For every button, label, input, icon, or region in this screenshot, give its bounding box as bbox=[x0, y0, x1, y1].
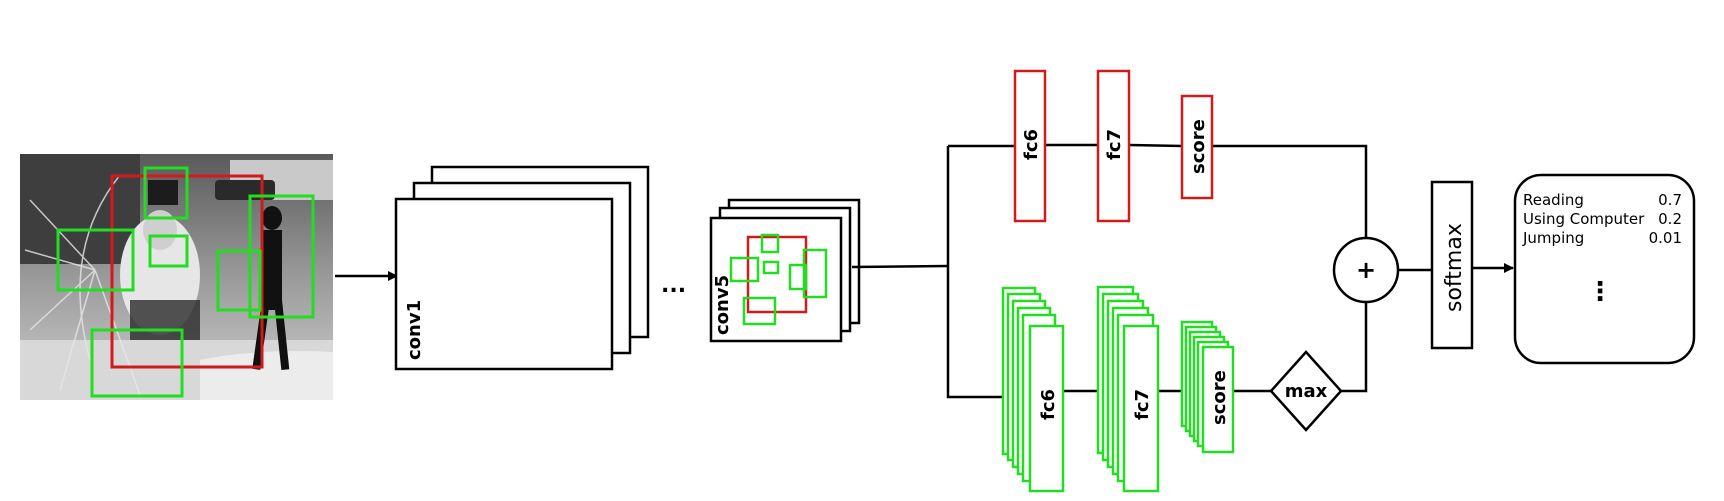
top-score-layer bbox=[1180, 94, 1214, 200]
input-photo bbox=[20, 154, 333, 400]
bottom-branch bbox=[1001, 285, 1235, 493]
secondary-region-box bbox=[216, 249, 262, 312]
bottom-score-label: score bbox=[1209, 370, 1230, 425]
bottom-fc7-stack bbox=[1096, 285, 1160, 493]
conv5-stack bbox=[709, 198, 861, 343]
top-fc6-label: fc6 bbox=[1021, 129, 1042, 160]
output-row-label: Jumping bbox=[1522, 229, 1584, 247]
plus-label: + bbox=[1356, 256, 1376, 284]
bottom-fc6-stack bbox=[1001, 286, 1065, 493]
conv5-secondary-region bbox=[729, 256, 760, 283]
top-fc7-layer bbox=[1096, 69, 1131, 223]
conv5-secondary-region bbox=[760, 233, 780, 254]
sum-node bbox=[1332, 236, 1400, 304]
secondary-region-box bbox=[56, 228, 135, 292]
output-row-value: 0.2 bbox=[1658, 210, 1682, 228]
output-row-value: 0.7 bbox=[1658, 191, 1682, 209]
secondary-region-box bbox=[248, 194, 315, 319]
max-node bbox=[1269, 350, 1343, 432]
output-list: Reading 0.7 Using Computer 0.2 Jumping 0… bbox=[1522, 191, 1682, 307]
bottom-fc6-label: fc6 bbox=[1038, 389, 1059, 420]
top-branch: fc6 fc7 score bbox=[1013, 69, 1214, 223]
layers-ellipsis: ... bbox=[661, 273, 686, 298]
conv5-secondary-region bbox=[802, 248, 828, 299]
conv5-label: conv5 bbox=[712, 275, 733, 335]
conv5-secondary-region bbox=[742, 296, 777, 326]
branch-connectors bbox=[851, 143, 1432, 399]
conv1-label: conv1 bbox=[404, 300, 425, 360]
secondary-region-box bbox=[90, 328, 184, 398]
top-fc6-layer bbox=[1013, 69, 1047, 223]
max-label: max bbox=[1285, 381, 1328, 402]
bottom-fc7-label: fc7 bbox=[1132, 389, 1153, 420]
conv1-stack bbox=[394, 165, 650, 371]
output-box bbox=[1513, 173, 1696, 365]
conv5-secondary-region bbox=[762, 260, 780, 275]
top-score-label: score bbox=[1188, 119, 1209, 174]
bottom-score-stack bbox=[1180, 320, 1235, 454]
secondary-region-box bbox=[148, 234, 189, 268]
output-row-value: 0.01 bbox=[1649, 229, 1682, 247]
softmax-label: softmax bbox=[1442, 223, 1467, 312]
conv5-secondary-region bbox=[788, 263, 808, 291]
output-row-label: Reading bbox=[1523, 191, 1584, 209]
softmax-layer bbox=[1430, 180, 1474, 350]
output-row-label: Using Computer bbox=[1523, 210, 1645, 228]
secondary-region-box bbox=[143, 166, 189, 220]
top-fc7-label: fc7 bbox=[1104, 129, 1125, 160]
output-more: ⋮ bbox=[1587, 277, 1613, 307]
